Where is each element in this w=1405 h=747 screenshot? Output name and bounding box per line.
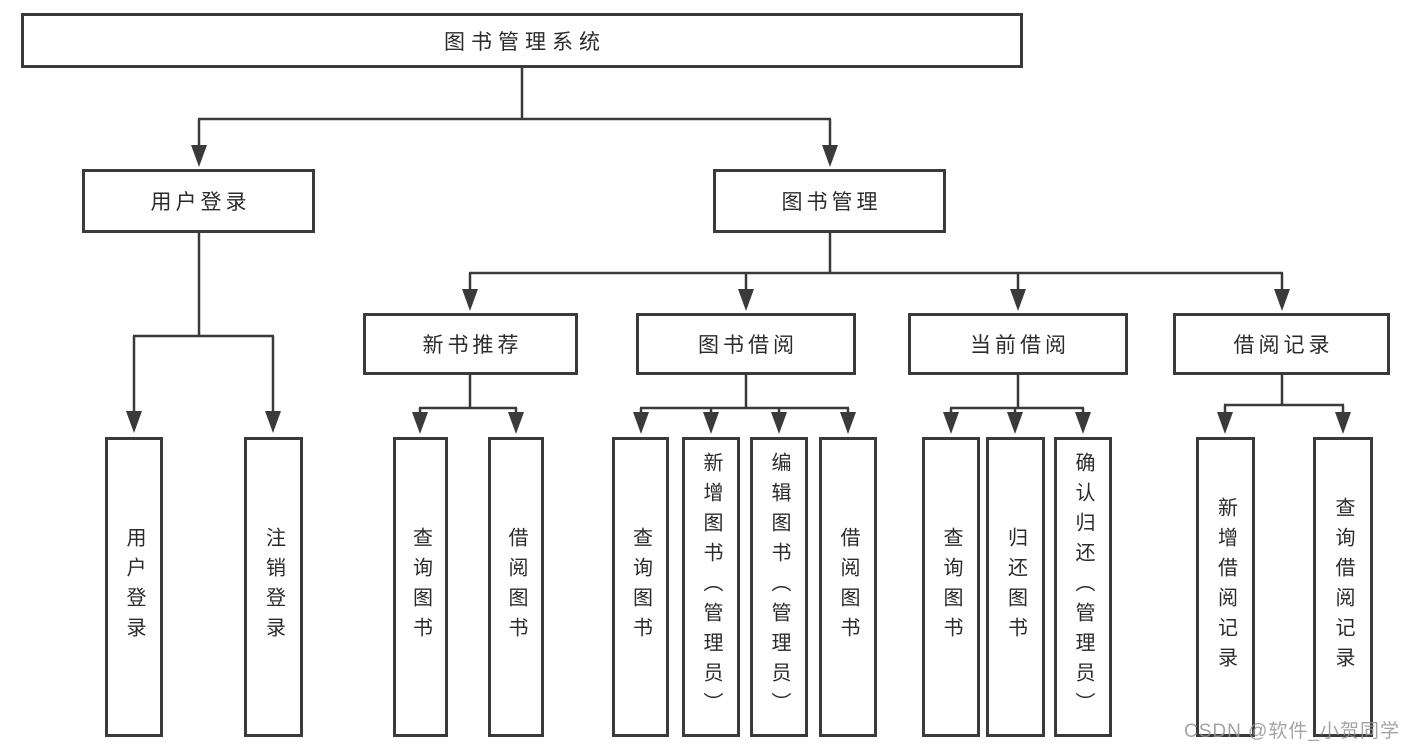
leaf-borrow-books-borrowing-label: 借阅图书 <box>837 527 859 647</box>
leaf-return-book: 归还图书 <box>986 437 1045 737</box>
leaf-user-login-label: 用户登录 <box>123 527 145 647</box>
node-borrowing-records: 借阅记录 <box>1173 313 1390 375</box>
arrowheads <box>126 145 1351 434</box>
leaf-query-borrow-record: 查询借阅记录 <box>1313 437 1373 737</box>
node-new-book-recommend-label: 新书推荐 <box>422 334 523 357</box>
leaf-query-books-recommend-label: 查询图书 <box>409 527 432 647</box>
leaf-query-borrow-record-label: 查询借阅记录 <box>1332 497 1354 677</box>
leaf-borrow-books-borrowing: 借阅图书 <box>819 437 877 737</box>
node-book-borrowing-label: 图书借阅 <box>698 334 798 357</box>
node-user-login: 用户登录 <box>82 169 315 233</box>
leaf-edit-book-admin: 编辑图书（管理员） <box>750 437 808 737</box>
node-new-book-recommend: 新书推荐 <box>363 313 578 375</box>
leaf-logout: 注销登录 <box>244 437 303 737</box>
leaf-logout-label: 注销登录 <box>262 527 285 647</box>
leaf-query-books-current-label: 查询图书 <box>940 527 962 647</box>
leaf-query-books-recommend: 查询图书 <box>393 437 448 737</box>
leaf-borrow-books-recommend: 借阅图书 <box>488 437 544 737</box>
node-root: 图书管理系统 <box>21 13 1023 68</box>
leaf-query-books-borrowing: 查询图书 <box>612 437 669 737</box>
leaf-confirm-return-admin-label: 确认归还（管理员） <box>1072 452 1094 722</box>
node-borrowing-records-label: 借阅记录 <box>1233 334 1334 357</box>
leaf-add-book-admin-label: 新增图书（管理员） <box>700 452 722 722</box>
node-user-login-label: 用户登录 <box>150 191 251 214</box>
leaf-query-books-current: 查询图书 <box>922 437 980 737</box>
node-book-management-label: 图书管理 <box>781 191 882 214</box>
node-book-management: 图书管理 <box>713 169 946 233</box>
leaf-add-book-admin: 新增图书（管理员） <box>682 437 740 737</box>
leaf-add-borrow-record: 新增借阅记录 <box>1196 437 1255 737</box>
connector-lines <box>132 68 1345 413</box>
leaf-return-book-label: 归还图书 <box>1004 527 1027 647</box>
leaf-user-login: 用户登录 <box>105 437 163 737</box>
leaf-query-books-borrowing-label: 查询图书 <box>629 527 652 647</box>
leaf-edit-book-admin-label: 编辑图书（管理员） <box>768 452 790 722</box>
leaf-confirm-return-admin: 确认归还（管理员） <box>1054 437 1112 737</box>
node-root-label: 图书管理系统 <box>444 30 606 54</box>
node-current-borrowing: 当前借阅 <box>908 313 1128 375</box>
watermark-csdn: CSDN @软件_小贺同学 <box>1184 721 1400 742</box>
leaf-borrow-books-recommend-label: 借阅图书 <box>505 527 527 647</box>
node-current-borrowing-label: 当前借阅 <box>970 334 1070 357</box>
node-book-borrowing: 图书借阅 <box>636 313 856 375</box>
leaf-add-borrow-record-label: 新增借阅记录 <box>1214 497 1237 677</box>
